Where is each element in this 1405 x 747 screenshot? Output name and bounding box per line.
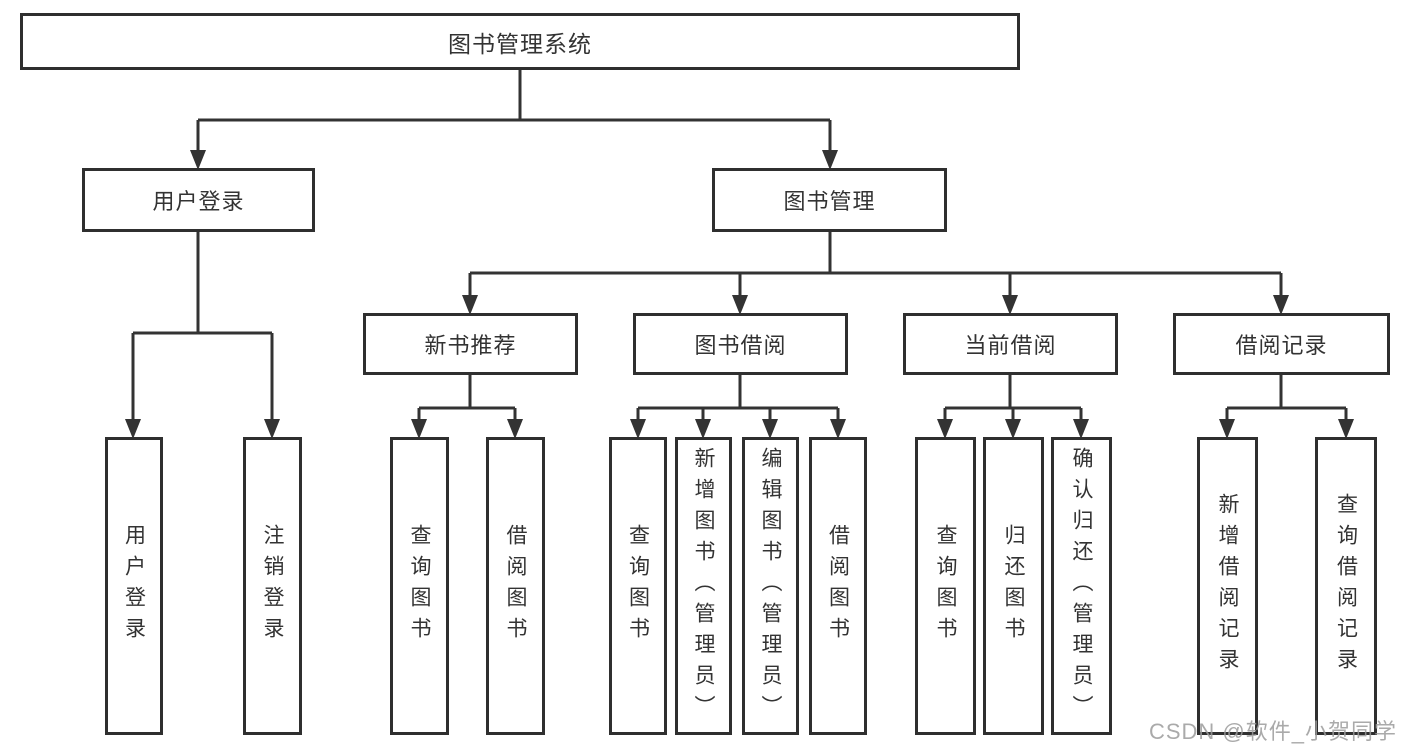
watermark: CSDN @软件_小贺同学 (1148, 719, 1397, 744)
leaf-add-book-admin-label: 新增图书（管理员） (692, 446, 715, 726)
leaf-query-books-current: 查询图书 (915, 437, 976, 735)
leaf-add-borrow-record: 新增借阅记录 (1197, 437, 1258, 735)
node-book-management: 图书管理 (712, 168, 947, 232)
node-borrow-records: 借阅记录 (1173, 313, 1390, 375)
leaf-query-books-borrow: 查询图书 (609, 437, 667, 735)
node-root-label: 图书管理系统 (448, 30, 592, 57)
leaf-query-books-recommend: 查询图书 (390, 437, 449, 735)
leaf-return-books: 归还图书 (983, 437, 1044, 735)
node-book-borrow-label: 图书借阅 (694, 333, 787, 358)
leaf-confirm-return-admin: 确认归还（管理员） (1051, 437, 1112, 735)
node-current-borrow: 当前借阅 (903, 313, 1118, 375)
leaf-borrow-books-recommend-label: 借阅图书 (504, 524, 527, 648)
leaf-edit-book-admin-label: 编辑图书（管理员） (759, 446, 782, 726)
leaf-query-borrow-record: 查询借阅记录 (1315, 437, 1377, 735)
node-new-book-recommend-label: 新书推荐 (424, 333, 517, 358)
leaf-query-borrow-record-label: 查询借阅记录 (1334, 493, 1358, 679)
leaf-return-books-label: 归还图书 (1002, 524, 1025, 648)
node-new-book-recommend: 新书推荐 (363, 313, 578, 375)
leaf-user-login: 用户登录 (105, 437, 163, 735)
leaf-query-books-recommend-label: 查询图书 (408, 524, 431, 648)
leaf-query-books-current-label: 查询图书 (934, 524, 957, 648)
leaf-add-book-admin: 新增图书（管理员） (675, 437, 732, 735)
node-user-login: 用户登录 (82, 168, 315, 232)
node-user-login-label: 用户登录 (152, 189, 245, 214)
leaf-borrow-books-label: 借阅图书 (826, 524, 850, 648)
node-book-borrow: 图书借阅 (633, 313, 848, 375)
leaf-borrow-books: 借阅图书 (809, 437, 867, 735)
leaf-edit-book-admin: 编辑图书（管理员） (742, 437, 799, 735)
node-root: 图书管理系统 (20, 13, 1020, 70)
leaf-add-borrow-record-label: 新增借阅记录 (1216, 493, 1239, 679)
node-book-management-label: 图书管理 (783, 189, 876, 214)
leaf-user-login-label: 用户登录 (122, 524, 146, 648)
node-current-borrow-label: 当前借阅 (964, 333, 1057, 358)
leaf-logout-label: 注销登录 (261, 524, 284, 648)
node-borrow-records-label: 借阅记录 (1235, 333, 1328, 358)
leaf-confirm-return-admin-label: 确认归还（管理员） (1070, 446, 1093, 726)
leaf-query-books-borrow-label: 查询图书 (626, 524, 650, 648)
leaf-logout: 注销登录 (243, 437, 302, 735)
leaf-borrow-books-recommend: 借阅图书 (486, 437, 545, 735)
